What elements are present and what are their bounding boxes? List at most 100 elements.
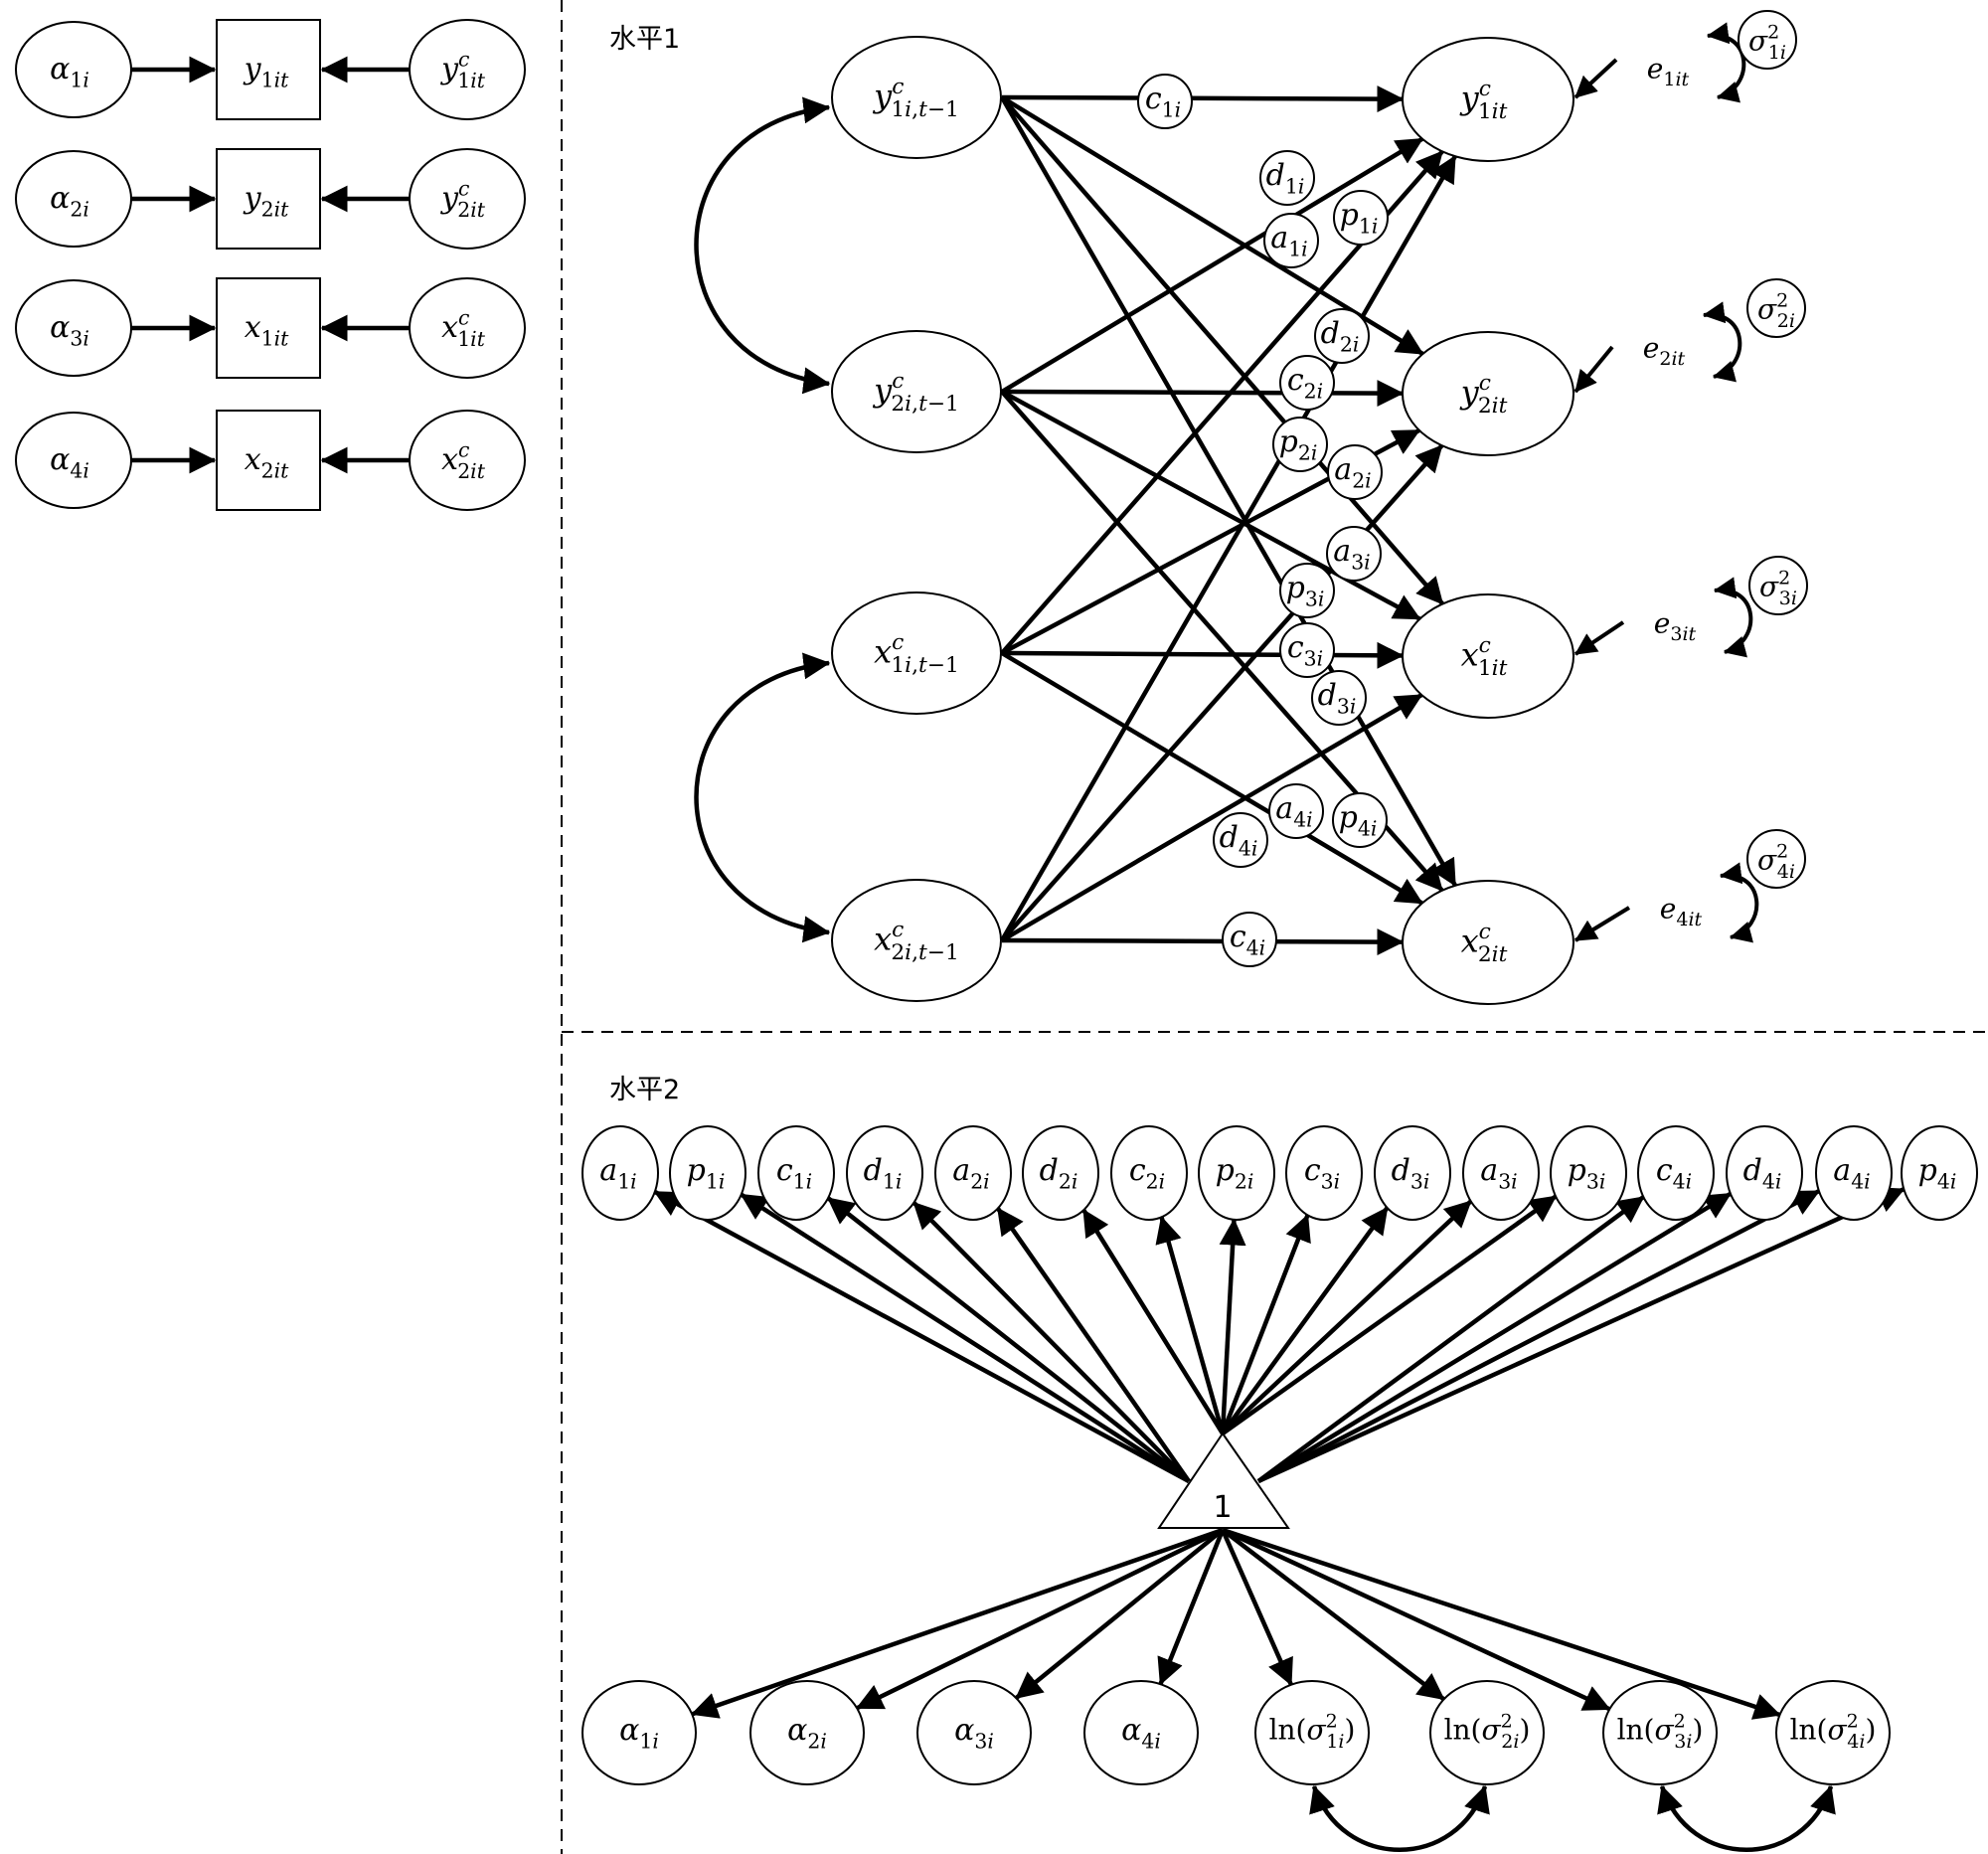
random-coef-node-a-1i[interactable] (581, 1125, 659, 1221)
observed-label: x1it (245, 310, 289, 350)
outcome-node-x1[interactable] (1402, 593, 1574, 719)
random-coef-node-d-1i[interactable] (846, 1125, 923, 1221)
mean-arrow-d-2i (1081, 1209, 1225, 1435)
random-effect-label-alpha-1i: α1i (619, 1713, 659, 1753)
error-arrow (1574, 620, 1625, 656)
mean-arrow-alpha-3i (1014, 1528, 1225, 1700)
level2-mean-arrows-top (653, 1187, 1905, 1484)
predictor-node-x2lag[interactable] (831, 879, 1002, 1002)
random-effect-node-alpha-2i[interactable] (749, 1680, 865, 1785)
level2-title: 水平2 (609, 1075, 680, 1105)
random-coef-node-c-4i[interactable] (1637, 1125, 1715, 1221)
random-effect-node-ln-sigma-2i-sup2[interactable] (1429, 1680, 1545, 1785)
random-effect-node-ln-sigma-4i-sup2[interactable] (1775, 1680, 1891, 1785)
random-coef-node-a-2i[interactable] (934, 1125, 1012, 1221)
random-coef-label-p-1i: p1i (687, 1153, 726, 1193)
intercept-label: α2i (50, 181, 89, 221)
path-label-text: c1i (1145, 82, 1181, 121)
random-effect-node-alpha-4i[interactable] (1083, 1680, 1199, 1785)
mean-arrow-d-1i (911, 1201, 1191, 1483)
random-coef-node-c-1i[interactable] (757, 1125, 835, 1221)
random-coef-label-a-4i: a4i (1833, 1153, 1870, 1193)
random-coef-label-c-4i: c4i (1656, 1153, 1692, 1193)
outcome-node-y1[interactable] (1402, 37, 1574, 162)
random-coef-label-p-2i: p2i (1216, 1153, 1254, 1193)
random-coef-node-d-2i[interactable] (1022, 1125, 1099, 1221)
mean-arrow-alpha-2i (855, 1527, 1224, 1711)
intercept-label: α3i (50, 310, 89, 350)
predictor-node-x1lag[interactable] (831, 591, 1002, 715)
mean-arrow-d-4i (1256, 1191, 1733, 1483)
mean-arrow-ln-sigma-1i-sup2 (1220, 1529, 1293, 1686)
random-effect-node-alpha-3i[interactable] (916, 1680, 1032, 1785)
mean-arrow-a-4i (1256, 1189, 1821, 1483)
path-label-circle (1137, 74, 1193, 129)
outcome-node-x2[interactable] (1402, 880, 1574, 1005)
mean-arrow-alpha-4i (1157, 1529, 1226, 1686)
constant-triangle[interactable] (1157, 1432, 1290, 1529)
path-label-text: d4i (1220, 820, 1258, 860)
random-coef-node-a-3i[interactable] (1462, 1125, 1540, 1221)
variance-circle (1748, 556, 1808, 615)
random-coef-node-d-4i[interactable] (1726, 1125, 1803, 1221)
path-label-circle (1279, 355, 1335, 411)
random-coef-label-d-3i: d3i (1392, 1153, 1430, 1193)
observed-node-x-2it[interactable] (216, 410, 321, 511)
mean-arrow-alpha-1i (690, 1527, 1224, 1719)
variance-circle (1746, 278, 1806, 338)
constant-label: 1 (1213, 1490, 1232, 1525)
random-coef-node-p-3i[interactable] (1550, 1125, 1627, 1221)
outcome-node-y2[interactable] (1402, 331, 1574, 456)
random-coef-node-p-2i[interactable] (1198, 1125, 1275, 1221)
error-term-e-4it: e4it (1660, 892, 1703, 930)
path-label-circle (1279, 622, 1335, 678)
path-x2lag-to-y1 (1000, 155, 1457, 942)
path-label-p-2i: p2i (1272, 417, 1328, 472)
random-effect-label-alpha-3i: α3i (954, 1713, 994, 1753)
predictor-node-y2lag[interactable] (831, 330, 1002, 453)
path-label-text: a1i (1270, 221, 1307, 260)
observed-node-y-2it[interactable] (216, 148, 321, 250)
path-label-a-3i: a3i (1326, 526, 1382, 582)
mean-arrow-p-2i (1219, 1218, 1246, 1434)
random-coef-node-c-2i[interactable] (1110, 1125, 1188, 1221)
observed-node-y-1it[interactable] (216, 19, 321, 120)
variance-circle (1738, 10, 1797, 70)
variance-double-arrow (1706, 22, 1746, 103)
random-effect-node-ln-sigma-3i-sup2[interactable] (1602, 1680, 1718, 1785)
path-label-text: p2i (1279, 424, 1318, 464)
intercept-label: α1i (50, 52, 89, 91)
path-y1lag-to-x1 (1000, 95, 1444, 605)
path-label-text: p3i (1286, 571, 1325, 610)
path-x2lag-to-x1 (1000, 693, 1423, 942)
mean-arrow-ln-sigma-4i-sup2 (1222, 1527, 1781, 1720)
mean-arrow-d-3i (1221, 1206, 1390, 1435)
random-coef-node-a-4i[interactable] (1815, 1125, 1893, 1221)
variance-double-arrow (1702, 301, 1742, 383)
random-effect-node-alpha-1i[interactable] (581, 1680, 697, 1785)
random-effect-node-ln-sigma-1i-sup2[interactable] (1254, 1680, 1370, 1785)
predictor-node-y1lag[interactable] (831, 36, 1002, 159)
path-label-text: p1i (1340, 198, 1379, 238)
mean-arrow-a-3i (1221, 1199, 1473, 1435)
random-coef-node-p-4i[interactable] (1901, 1125, 1978, 1221)
random-coef-node-p-1i[interactable] (669, 1125, 746, 1221)
random-coef-node-c-3i[interactable] (1285, 1125, 1363, 1221)
random-coef-label-a-1i: a1i (599, 1153, 636, 1193)
error-term-e-1it: e1it (1647, 52, 1690, 90)
random-coef-node-d-3i[interactable] (1374, 1125, 1451, 1221)
observed-node-x-1it[interactable] (216, 277, 321, 379)
path-label-circle (1333, 190, 1389, 246)
mean-arrow-c-3i (1220, 1214, 1311, 1434)
